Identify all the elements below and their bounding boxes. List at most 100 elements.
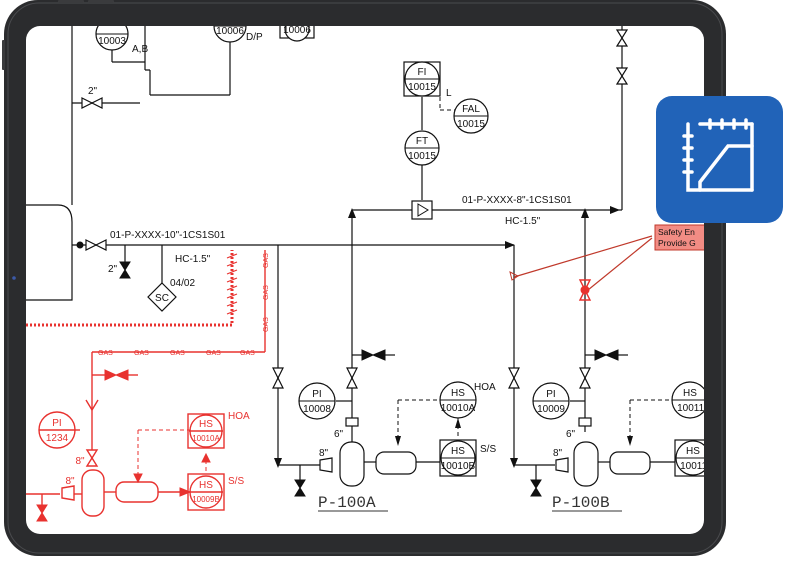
svg-text:GAS: GAS — [206, 350, 221, 357]
flow-arrows — [274, 206, 633, 468]
fi-tag: 10015 — [408, 82, 436, 93]
fi-type: FI — [418, 67, 427, 78]
fal-tag: 10015 — [457, 119, 485, 130]
instrument-text: 10003 A,B 10006 D/P 10006 FI 10015 L FAL… — [98, 25, 714, 472]
hc-left-label: HC-1.5" — [175, 254, 211, 265]
red-hs-top-note: HOA — [228, 411, 250, 422]
red-hs-top-tag: 10010A — [192, 434, 220, 443]
red-hs-bot-tag: 10009B — [192, 495, 220, 504]
hs-b-top-tag: 10011A — [677, 403, 711, 414]
line-labels: 01-P-XXXX-10"-1CS1S01 01-P-XXXX-8"-1CS1S… — [88, 86, 576, 459]
fal-type: FAL — [462, 104, 480, 115]
red-flagged-valve — [578, 279, 592, 292]
top-button-left — [58, 0, 84, 3]
valves — [81, 29, 629, 473]
reducer-a2 — [319, 457, 333, 473]
reducer-a — [345, 417, 359, 427]
pi-a-tag: 10008 — [303, 404, 331, 415]
safety-callout[interactable] — [654, 224, 715, 251]
hs-b-bot-tag: 10011B — [680, 461, 714, 472]
ft-tag: 10015 — [408, 151, 436, 162]
diagram-glyph-icon — [682, 118, 754, 192]
drain-valve-2in — [119, 261, 131, 271]
svg-text:GAS: GAS — [263, 317, 270, 332]
red-size-8in-a: 8" — [75, 456, 85, 467]
size-2in-b: 2" — [108, 264, 118, 275]
callout-line-2: Provide G — [658, 238, 696, 248]
red-pi-tag: 1234 — [46, 433, 69, 444]
device-bezel-edge — [7, 2, 723, 554]
screen — [26, 26, 704, 534]
red-hs-top-type: HS — [199, 419, 213, 430]
flow-element-box — [411, 200, 433, 220]
red-size-8in-b: 8" — [65, 476, 75, 487]
svg-text:GAS: GAS — [170, 350, 185, 357]
filled-valves — [76, 241, 619, 497]
red-hs-bot-note: S/S — [228, 476, 244, 487]
fi-suffix: L — [446, 88, 452, 99]
gate-valve-header — [85, 239, 98, 251]
solenoid-b — [594, 349, 608, 361]
red-pi-type: PI — [52, 418, 61, 429]
hs-a-top-type: HS — [451, 388, 465, 399]
flow-element-arrow — [417, 203, 429, 217]
pid-diagram-canvas[interactable]: SC 04/02 P-100A P-100B — [26, 10, 715, 522]
hs-b-bot-type: HS — [686, 446, 700, 457]
hs-a-bot-type: HS — [451, 446, 465, 457]
reducer-b — [578, 417, 592, 427]
check-valve-b — [579, 367, 591, 380]
valve-b-suction — [508, 367, 520, 380]
camera-dot — [12, 276, 16, 280]
size-6in-a: 6" — [334, 429, 344, 440]
tag-10006: 10006 — [216, 26, 244, 37]
hs-a-top-note: HOA — [474, 382, 496, 393]
valve-a-suction — [272, 367, 284, 380]
pi-a-type: PI — [312, 389, 321, 400]
valve-top-right-2 — [615, 67, 629, 78]
sc-note: 04/02 — [170, 278, 195, 289]
sc-type: SC — [155, 293, 169, 304]
pi-b-type: PI — [546, 389, 555, 400]
pump-b-label: P-100B — [552, 494, 610, 512]
top-button-right — [88, 0, 114, 3]
hs-a-bot-note: S/S — [480, 444, 496, 455]
diagram-app-icon[interactable] — [656, 96, 783, 223]
hs-a-bot-tag: 10010B — [441, 461, 476, 472]
red-markup — [26, 250, 266, 517]
tag-10006b: 10006 — [283, 25, 311, 36]
svg-text:GAS: GAS — [134, 350, 149, 357]
side-button — [2, 40, 5, 70]
line-8in-label: 01-P-XXXX-8"-1CS1S01 — [462, 195, 572, 206]
pump-a-label: P-100A — [318, 494, 376, 512]
hc-right-label: HC-1.5" — [505, 216, 541, 227]
sc-diamond — [147, 282, 177, 312]
note-dp: D/P — [246, 32, 263, 43]
check-valve-a — [346, 367, 358, 380]
svg-text:GAS: GAS — [263, 285, 270, 300]
size-8in-b: 8" — [553, 448, 563, 459]
gas-labels: GAS GAS GAS GAS GAS GAS GAS GAS — [98, 253, 270, 357]
line-10in-label: 01-P-XXXX-10"-1CS1S01 — [110, 230, 226, 241]
red-hs-bot-type: HS — [199, 480, 213, 491]
heat-trace-marks — [226, 253, 238, 315]
tag-10003: 10003 — [98, 36, 126, 47]
ft-type: FT — [416, 136, 428, 147]
red-filled — [36, 271, 592, 522]
instrument-dividers — [96, 26, 704, 459]
callout-line-1: Safety En — [658, 227, 695, 237]
size-8in-a: 8" — [319, 448, 329, 459]
red-instrument-text: PI 1234 HS 10010A HOA HS 10009B S/S 8" 8… — [46, 411, 250, 504]
hs-b-top-type: HS — [683, 388, 697, 399]
size-2in-a: 2" — [88, 86, 98, 97]
hs-a-top-tag: 10010A — [441, 403, 476, 414]
svg-text:GAS: GAS — [98, 350, 113, 357]
gate-valve-2in — [81, 97, 94, 109]
svg-text:GAS: GAS — [240, 350, 255, 357]
reducer-b2 — [555, 457, 569, 473]
pi-b-tag: 10009 — [537, 404, 565, 415]
solenoid-a — [361, 349, 375, 361]
note-ab: A,B — [132, 44, 148, 55]
svg-text:GAS: GAS — [263, 253, 270, 268]
